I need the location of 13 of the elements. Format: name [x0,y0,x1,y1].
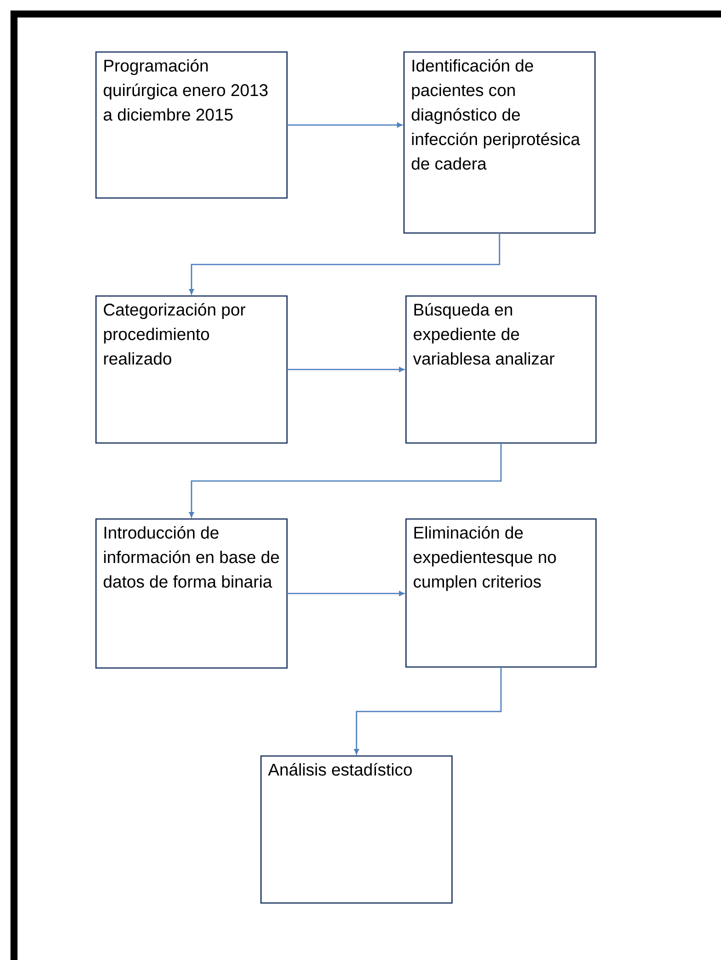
arrow [287,367,404,372]
process-box: Programación quirúrgica enero 2013 a diciembre 2015 [95,51,288,199]
arrow [354,667,502,754]
process-box: Eliminación de expedientesque no cumplen criterios [405,518,597,668]
process-box: Identificación de pacientes con diagnóstico de infección periprotésica de cadera [403,51,596,234]
process-box: Análisis estadístico [260,755,453,904]
process-box: Búsqueda en expediente de variablesa analizar [405,295,597,444]
arrow [287,122,402,128]
process-box: Introducción de información en base de datos de forma binaria [95,518,288,669]
process-box: Categorización por procedimiento realizado [95,295,288,444]
arrow [189,233,500,294]
arrow [189,443,502,518]
arrow [287,591,404,596]
